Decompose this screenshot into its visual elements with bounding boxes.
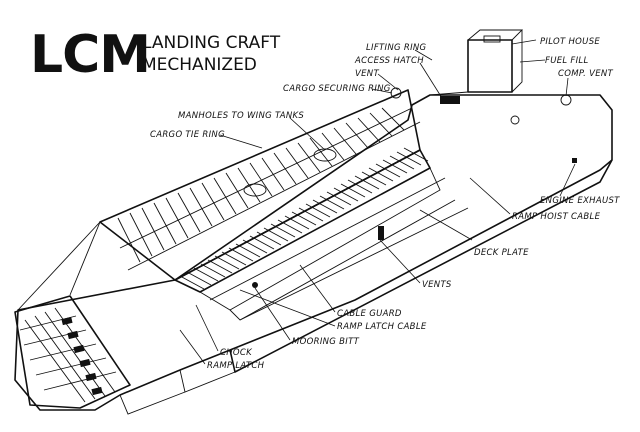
callout-ramp-hoist-cable: RAMP HOIST CABLE: [512, 212, 601, 222]
hull-drawing: [14, 29, 613, 415]
callout-engine-exhaust: ENGINE EXHAUST: [540, 196, 620, 206]
callout-chock: CHOCK: [220, 348, 253, 358]
hull-outline: [14, 94, 613, 411]
mooring-bitt-mark: [252, 282, 258, 288]
callout-cargo-tie-ring: CARGO TIE RING: [150, 130, 225, 140]
callout-ramp-latch: RAMP LATCH: [207, 361, 265, 371]
title-abbr: LCM: [30, 25, 150, 85]
vent-block: [378, 226, 384, 240]
front-ramp: [14, 295, 131, 409]
deck-slats: [179, 147, 429, 290]
callout-comp-vent: COMP. VENT: [558, 69, 614, 79]
callout-cable-guard: CABLE GUARD: [337, 309, 402, 319]
title-line2: MECHANIZED: [142, 55, 257, 75]
callout-lifting-ring: LIFTING RING: [366, 43, 427, 53]
title-line1: LANDING CRAFT: [142, 33, 281, 53]
callout-vents: VENTS: [422, 280, 452, 290]
callout-cargo-securing-ring: CARGO SECURING RING: [283, 84, 391, 94]
callout-access-hatch: ACCESS HATCH: [354, 56, 424, 66]
exhaust-mark: [572, 158, 577, 163]
callout-ramp-latch-cable: RAMP LATCH CABLE: [337, 322, 427, 332]
callout-fuel-fill: FUEL FILL: [545, 56, 589, 66]
callout-deck-plate: DECK PLATE: [474, 248, 529, 258]
ramp-slats: [117, 107, 405, 263]
vent-mark: [510, 115, 520, 125]
manhole-2: [313, 148, 337, 162]
callout-pilot-house: PILOT HOUSE: [540, 37, 600, 47]
leader-lines: [179, 39, 576, 365]
callout-labels: PILOT HOUSE LIFTING RING ACCESS HATCH VE…: [150, 37, 620, 371]
front-ramp-grid: [19, 307, 117, 403]
callout-mooring-bitt: MOORING BITT: [292, 337, 360, 347]
callout-manholes: MANHOLES TO WING TANKS: [178, 111, 304, 121]
access-hatch-mark: [440, 96, 460, 104]
pilot-house-drawing: [429, 29, 524, 96]
callout-vent-top: VENT: [355, 69, 379, 79]
hull-side: [229, 159, 613, 373]
comp-vent-mark: [560, 94, 572, 106]
manhole-1: [243, 183, 267, 197]
